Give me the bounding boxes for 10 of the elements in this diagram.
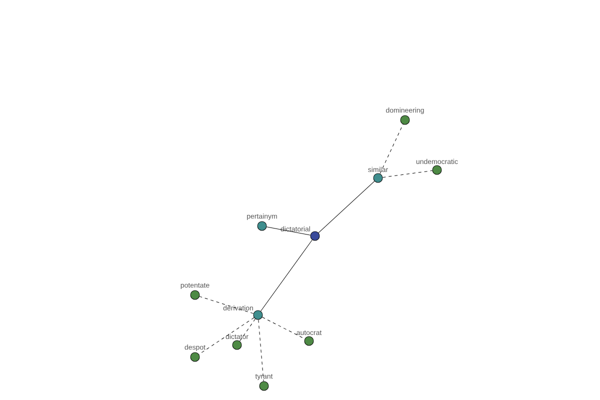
connector-line [199,296,254,314]
connector-line [262,316,306,340]
connector-line [318,180,375,234]
connector-line [239,318,256,342]
connector-line [198,317,254,355]
connector-line [260,240,312,312]
connector-line [258,319,264,382]
connector-line [382,170,433,178]
connector-line [380,124,404,174]
connector-line [266,226,311,236]
